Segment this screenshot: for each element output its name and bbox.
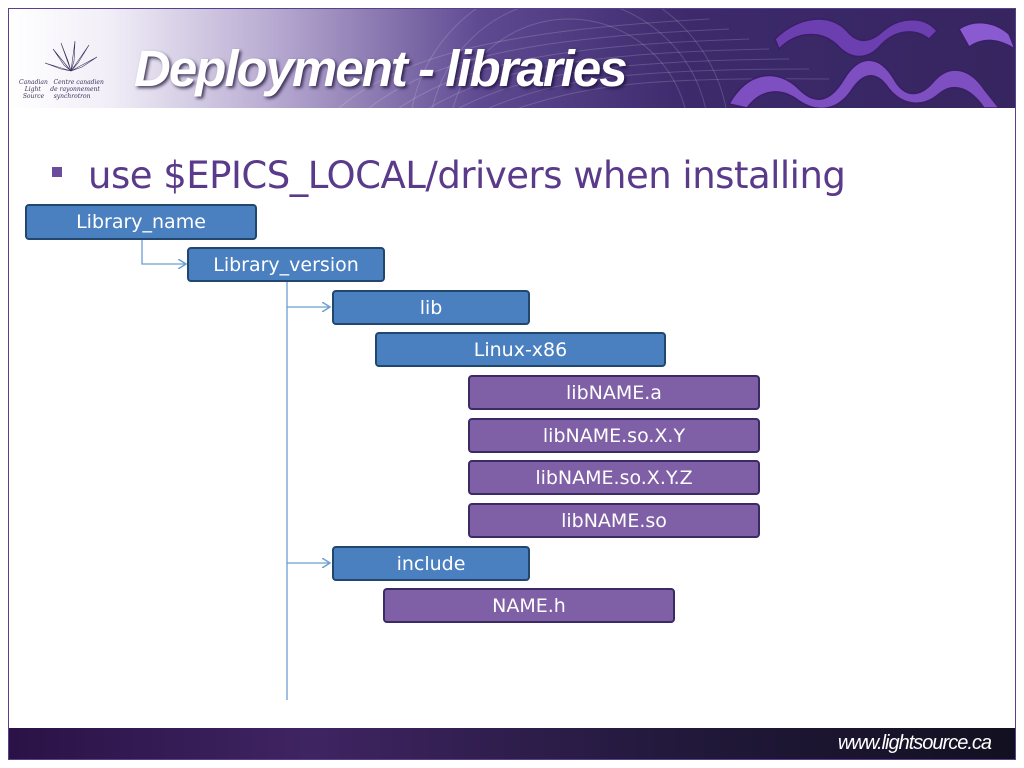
node-lib: lib (332, 290, 530, 325)
header-banner: Canadian Centre canadien Light de rayonn… (9, 9, 1015, 108)
node-libname-so-x-y: libNAME.so.X.Y (468, 418, 760, 453)
connector-version-to-lib (286, 282, 330, 307)
csl-logo (27, 39, 117, 105)
header-decoration (338, 9, 1015, 108)
maple-leaf-burst-icon (44, 40, 98, 72)
node-library-version: Library_version (187, 247, 385, 282)
node-libname-a: libNAME.a (468, 375, 760, 410)
connector-version-to-include (286, 307, 330, 563)
node-library-name: Library_name (25, 204, 257, 240)
node-libname-so-x-y-z: libNAME.so.X.Y.Z (468, 460, 760, 495)
protein-ribbon (727, 18, 1015, 108)
node-linux-x86: Linux-x86 (375, 332, 666, 367)
slide-frame (8, 8, 1016, 760)
logo-text: Canadian Centre canadien Light de rayonn… (19, 79, 104, 100)
footer-bar: www.lightsource.ca (9, 728, 1015, 759)
node-name-h: NAME.h (383, 588, 675, 623)
slide-title: Deployment - libraries (134, 40, 628, 97)
node-libname-so: libNAME.so (468, 503, 760, 538)
node-include: include (332, 546, 530, 581)
bullet-marker (52, 167, 62, 177)
footer-url[interactable]: www.lightsource.ca (837, 732, 992, 754)
connector-name-to-version (141, 239, 186, 264)
bullet-text: use $EPICS_LOCAL/drivers when installing (88, 154, 846, 197)
